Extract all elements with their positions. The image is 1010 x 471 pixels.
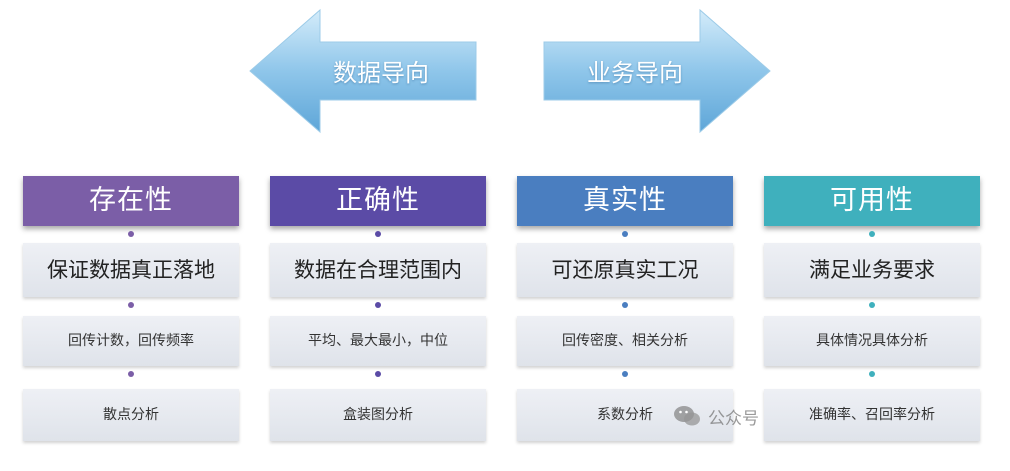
column-box-method: 具体情况具体分析 (764, 316, 980, 366)
arrow-business-oriented: 业务导向 (540, 8, 772, 134)
wechat-icon (674, 406, 700, 426)
watermark-text: 公众号 (708, 408, 759, 429)
connector-dot (622, 302, 628, 308)
connector-dot (128, 371, 134, 377)
right-arrow-icon (543, 8, 771, 134)
arrow-label-data: 数据导向 (333, 59, 429, 87)
watermark: 公众号 (672, 402, 759, 430)
arrow-data-oriented: 数据导向 (248, 8, 480, 134)
column-usability: 可用性 满足业务要求 具体情况具体分析 准确率、召回率分析 (764, 176, 980, 441)
connector-dot (375, 371, 381, 377)
column-box-method: 回传计数，回传频率 (23, 316, 239, 366)
connector-dot (869, 371, 875, 377)
column-box-main: 满足业务要求 (764, 243, 980, 297)
column-box-method: 平均、最大最小，中位 (270, 316, 486, 366)
column-header: 可用性 (764, 176, 980, 226)
connector-dot (128, 302, 134, 308)
column-box-main: 数据在合理范围内 (270, 243, 486, 297)
column-header: 存在性 (23, 176, 239, 226)
column-header: 正确性 (270, 176, 486, 226)
column-box-analysis: 准确率、召回率分析 (764, 389, 980, 441)
column-box-main: 保证数据真正落地 (23, 243, 239, 297)
left-arrow-icon (249, 8, 477, 134)
connector-dot (375, 302, 381, 308)
column-box-main: 可还原真实工况 (517, 243, 733, 297)
connector-dot (869, 231, 875, 237)
connector-dot (622, 371, 628, 377)
connector-dot (622, 231, 628, 237)
column-existence: 存在性 保证数据真正落地 回传计数，回传频率 散点分析 (23, 176, 239, 441)
column-authenticity: 真实性 可还原真实工况 回传密度、相关分析 系数分析 (517, 176, 733, 441)
column-box-analysis: 散点分析 (23, 389, 239, 441)
column-box-analysis: 盒装图分析 (270, 389, 486, 441)
connector-dot (128, 231, 134, 237)
column-correctness: 正确性 数据在合理范围内 平均、最大最小，中位 盒装图分析 (270, 176, 486, 441)
column-box-method: 回传密度、相关分析 (517, 316, 733, 366)
connector-dot (375, 231, 381, 237)
connector-dot (869, 302, 875, 308)
column-header: 真实性 (517, 176, 733, 226)
arrow-label-business: 业务导向 (587, 59, 683, 87)
